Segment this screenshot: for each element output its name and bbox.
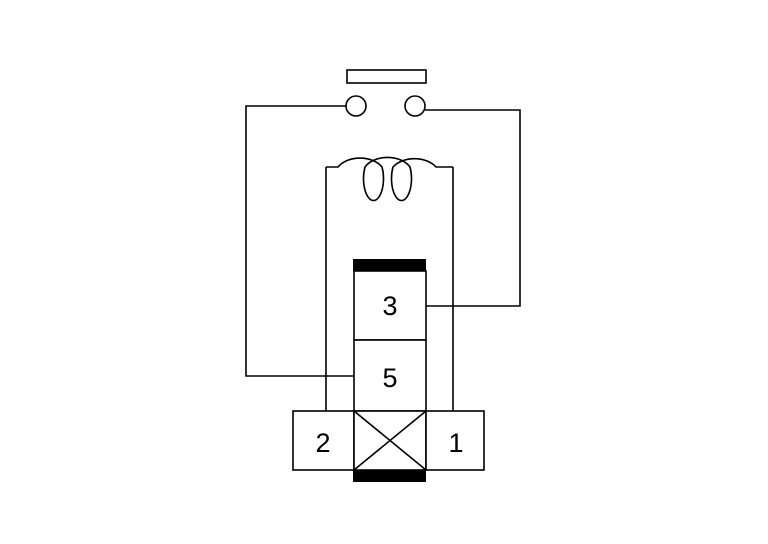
terminal-2-label: 2	[315, 428, 330, 458]
relay-bottom-bar	[353, 470, 426, 482]
terminal-5-box	[353, 339, 427, 412]
terminal-1-label: 1	[448, 428, 463, 458]
terminal-3-box	[353, 270, 427, 341]
switch-left-contact	[345, 95, 367, 117]
relay-coil-cross-b	[353, 410, 427, 471]
relay-top-bar	[353, 259, 426, 271]
wire-switch-to-terminal-3	[425, 109, 521, 307]
inductor-coil	[326, 156, 453, 202]
push-button-switch	[345, 69, 427, 117]
relay-block	[292, 259, 485, 482]
switch-actuator-bar	[346, 69, 427, 84]
terminal-3-label: 3	[382, 291, 397, 321]
terminal-2-box	[292, 410, 355, 471]
terminal-5-label: 5	[382, 363, 397, 393]
coil-winding	[326, 156, 453, 202]
terminal-1-box	[425, 410, 485, 471]
switch-right-contact	[404, 95, 426, 117]
wire-switch-to-terminal-5	[245, 105, 354, 377]
